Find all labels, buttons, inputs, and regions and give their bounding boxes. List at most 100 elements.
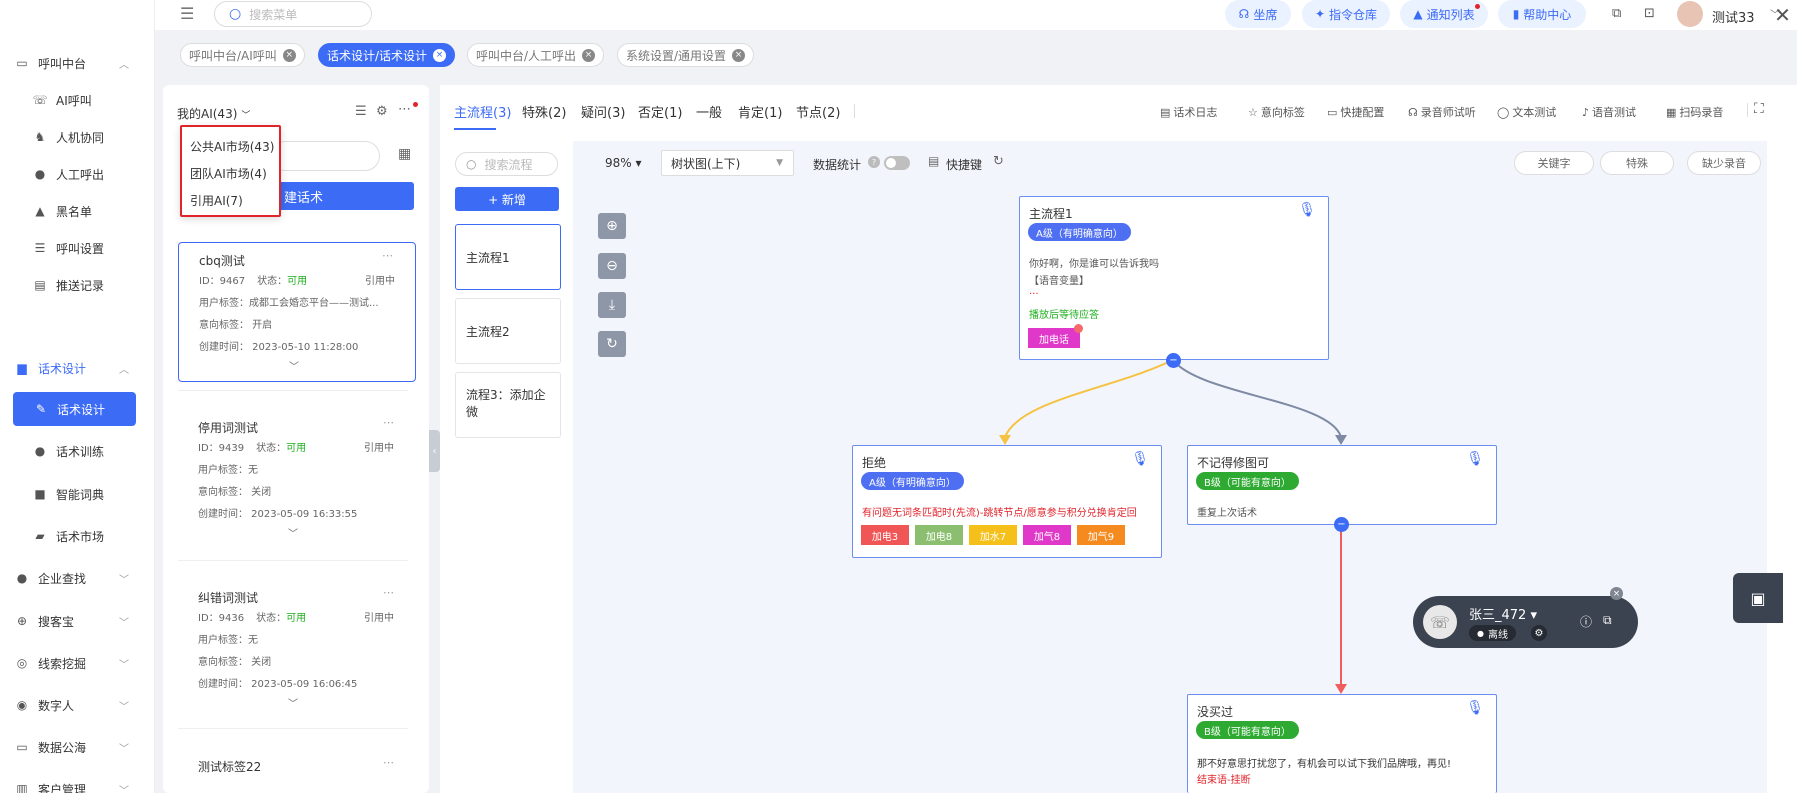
tab-positive[interactable]: 肯定(1) [738, 106, 783, 121]
scan-record-button[interactable]: ▦扫码录音 [1666, 105, 1724, 120]
tab-script-design[interactable]: 话术设计/话术设计× [318, 43, 456, 67]
zoom-select[interactable]: 98% ▾ [605, 156, 642, 170]
flow-node[interactable]: 主流程1 🎙 A级（有明确意向） 你好啊，你是谁可以告诉我吗 【语音变量】 ..… [1019, 196, 1329, 360]
sidebar-group-company-search[interactable]: ●企业查找﹀ [0, 561, 155, 595]
close-icon[interactable]: × [582, 48, 596, 62]
customer-service-icon[interactable]: ▣ [1733, 573, 1783, 623]
node-tag[interactable]: 加水7 [969, 525, 1021, 545]
more-icon[interactable]: ⋯ [383, 756, 394, 769]
dropdown-item-team-ai[interactable]: 团队AI市场(4) [190, 167, 267, 181]
tab-special[interactable]: 特殊(2) [522, 106, 567, 121]
screen-icon[interactable]: ⧉ [1612, 6, 1622, 21]
new-script-button[interactable]: 建话术 [275, 182, 414, 210]
tab-node[interactable]: 节点(2) [796, 106, 841, 121]
flow-item[interactable]: 主流程2 [455, 298, 561, 364]
chevron-down-icon[interactable]: ﹀ [288, 699, 298, 710]
sidebar-item-push-records[interactable]: ▤推送记录 [0, 268, 155, 302]
fullscreen-icon[interactable]: ⊡ [1644, 6, 1655, 21]
node-tag[interactable]: 加电话 [1028, 324, 1083, 348]
collapse-node-icon[interactable]: − [1166, 353, 1181, 368]
node-tag[interactable]: 加电3 [861, 525, 913, 545]
data-stats-toggle[interactable] [884, 156, 910, 170]
expand-icon[interactable]: ⛶ [1754, 101, 1764, 117]
node-tag[interactable]: 加电8 [915, 525, 967, 545]
sidebar-item-script-design[interactable]: ✎话术设计 [13, 392, 136, 426]
avatar[interactable] [1677, 1, 1703, 27]
flow-search-input[interactable]: ○搜索流程 [455, 152, 558, 176]
refresh-icon[interactable]: ↻ [993, 154, 1004, 169]
chevron-down-icon[interactable]: ﹀ [288, 529, 298, 540]
flow-node[interactable]: 拒绝 🎙 A级（有明确意向） 有问题无词条匹配时(先流)-跳转节点/愿意参与积分… [852, 445, 1162, 558]
tab-ai-call[interactable]: 呼叫中台/AI呼叫× [180, 43, 305, 67]
sidebar-item-human-machine[interactable]: ♞人机协同 [0, 120, 155, 154]
sidebar-item-call-settings[interactable]: ☰呼叫设置 [0, 231, 155, 265]
flow-node[interactable]: 没买过 🎙 B级（可能有意向） 那不好意思打扰您了，有机会可以试下我们品牌哦，再… [1187, 694, 1497, 793]
close-icon[interactable]: × [433, 48, 447, 62]
tab-manual-call[interactable]: 呼叫中台/人工呼出× [467, 43, 605, 67]
mic-icon[interactable]: 🎙 [1466, 700, 1484, 716]
sidebar-group-call-center[interactable]: ▭呼叫中台︿ [0, 46, 155, 80]
mic-icon[interactable]: 🎙 [1466, 451, 1484, 467]
sidebar-group-soukebao[interactable]: ⊕搜客宝﹀ [0, 604, 155, 638]
sidebar-group-script-design[interactable]: ▆话术设计︿ [0, 351, 155, 385]
dropdown-item-public-ai[interactable]: 公共AI市场(43) [190, 140, 275, 154]
recorder-preview-button[interactable]: ☊录音师试听 [1408, 105, 1476, 120]
sort-icon[interactable]: ☰ [355, 104, 367, 119]
my-ai-dropdown[interactable]: 我的AI(43)﹀ [177, 107, 251, 121]
more-icon[interactable]: ⋯ [383, 416, 394, 429]
add-flow-button[interactable]: + 新增 [455, 187, 559, 211]
command-warehouse-button[interactable]: ✦指令仓库 [1302, 0, 1390, 28]
window-icon[interactable]: ⧉ [1603, 613, 1612, 627]
tab-general[interactable]: 一般 [696, 106, 723, 121]
mic-icon[interactable]: 🎙 [1131, 451, 1149, 467]
seat-button[interactable]: ☊坐席 [1225, 0, 1291, 28]
collapse-handle[interactable]: ‹ [429, 430, 440, 472]
agent-name[interactable]: 张三_472 ▾ [1469, 608, 1537, 623]
tab-main-flow[interactable]: 主流程(3) [454, 106, 512, 121]
mic-icon[interactable]: 🎙 [1298, 202, 1316, 218]
more-icon[interactable]: ⋯ [382, 249, 393, 262]
zoom-out-icon[interactable]: ⊖ [598, 253, 626, 279]
quick-config-button[interactable]: ▭快捷配置 [1327, 105, 1385, 120]
dropdown-item-ref-ai[interactable]: 引用AI(7) [190, 194, 243, 208]
menu-fold-icon[interactable]: ☰ [180, 4, 195, 23]
username[interactable]: 测试33 [1712, 11, 1755, 26]
info-icon[interactable]: ⓘ [1580, 615, 1593, 629]
text-test-button[interactable]: ◯文本测试 [1497, 105, 1557, 120]
reset-icon[interactable]: ↻ [598, 331, 626, 357]
flow-node[interactable]: 不记得修图可 🎙 B级（可能有意向） 重复上次话术 [1187, 445, 1497, 525]
flow-item[interactable]: 流程3：添加企微 [455, 372, 561, 438]
chevron-down-icon[interactable]: ﹀ [1770, 10, 1780, 21]
shortcut-button[interactable]: 快捷键 [946, 158, 983, 172]
close-icon[interactable]: × [282, 48, 296, 62]
script-card[interactable]: 测试标签22 ⋯ [178, 750, 416, 793]
keyword-button[interactable]: 关键字 [1514, 151, 1594, 175]
node-tag[interactable]: 加气9 [1077, 525, 1129, 545]
sidebar-item-ai-call[interactable]: ☏AI呼叫 [32, 93, 92, 108]
sidebar-item-manual-call[interactable]: ●人工呼出 [0, 157, 155, 191]
notification-list-button[interactable]: ▲通知列表 [1400, 0, 1488, 28]
phone-icon[interactable]: ☏ [1423, 605, 1457, 639]
sidebar-group-data-sea[interactable]: ▭数据公海﹀ [0, 730, 155, 764]
intent-tag-button[interactable]: ☆意向标签 [1248, 105, 1305, 120]
sidebar-item-script-market[interactable]: ▰话术市场 [0, 519, 155, 553]
node-tag[interactable]: 加气8 [1023, 525, 1075, 545]
help-center-button[interactable]: ▮帮助中心 [1498, 0, 1586, 28]
close-icon[interactable]: × [1610, 587, 1623, 600]
tab-negative[interactable]: 否定(1) [638, 106, 683, 121]
sidebar-group-digital-human[interactable]: ◉数字人﹀ [0, 688, 155, 722]
chevron-down-icon[interactable]: ﹀ [289, 362, 299, 373]
zoom-in-icon[interactable]: ⊕ [598, 213, 626, 239]
sidebar-item-script-training[interactable]: ●话术训练 [0, 434, 155, 468]
view-select[interactable]: 树状图(上下)▼ [661, 150, 794, 176]
close-icon[interactable]: × [732, 48, 746, 62]
download-icon[interactable]: ⤓ [598, 292, 626, 318]
gear-icon[interactable]: ⚙ [376, 104, 388, 119]
gear-icon[interactable]: ⚙ [1531, 625, 1547, 641]
special-button[interactable]: 特殊 [1600, 151, 1674, 175]
more-icon[interactable]: ⋯ [398, 102, 411, 117]
close-icon[interactable]: ✕ [1774, 3, 1791, 27]
calendar-icon[interactable]: ▦ [398, 146, 412, 162]
